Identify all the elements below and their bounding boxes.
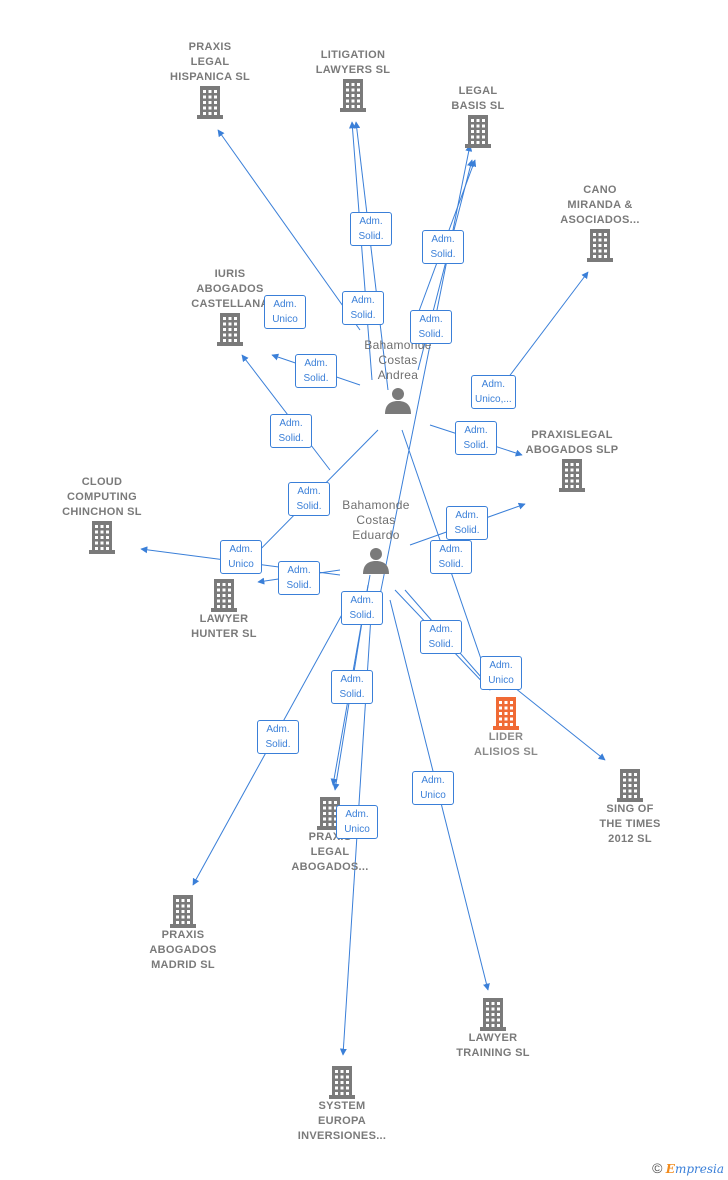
company-label: LITIGATION LAWYERS SL bbox=[315, 49, 391, 76]
relation-badge[interactable]: Adm. Solid. bbox=[331, 670, 373, 704]
relation-badge[interactable]: Adm. Solid. bbox=[288, 482, 330, 516]
relation-badge[interactable]: Adm. Unico bbox=[412, 771, 454, 805]
relation-badge[interactable]: Adm. Solid. bbox=[430, 540, 472, 574]
relation-edge bbox=[241, 354, 331, 471]
building-icon bbox=[209, 578, 239, 612]
relation-edge bbox=[353, 121, 389, 391]
brand-name: mpresia bbox=[674, 1162, 724, 1176]
company-label: PRAXISLEGAL ABOGADOS SLP bbox=[525, 429, 619, 456]
person-icon bbox=[363, 548, 389, 574]
building-icon bbox=[195, 85, 225, 119]
company-label: CLOUD COMPUTING CHINCHON SL bbox=[62, 476, 142, 518]
company-label: IURIS ABOGADOS CASTELLANA bbox=[191, 268, 269, 310]
person-label: Bahamonde Costas Andrea bbox=[364, 338, 432, 382]
relation-badge[interactable]: Adm. Unico bbox=[480, 656, 522, 690]
company-legal-basis[interactable]: LEGAL BASIS SL bbox=[428, 84, 528, 148]
company-praxis-legal-hispanica[interactable]: PRAXIS LEGAL HISPANICA SL bbox=[160, 40, 260, 119]
building-icon bbox=[478, 997, 508, 1031]
relation-edge bbox=[348, 121, 373, 381]
building-icon bbox=[557, 458, 587, 492]
company-sing-of-the-times[interactable]: SING OF THE TIMES 2012 SL bbox=[580, 768, 680, 847]
building-icon bbox=[615, 768, 645, 802]
relation-badge[interactable]: Adm. Solid. bbox=[455, 421, 497, 455]
relation-badge[interactable]: Adm. Unico,... bbox=[471, 375, 516, 409]
company-praxislegal-abogados[interactable]: PRAXISLEGAL ABOGADOS SLP bbox=[516, 428, 628, 492]
relation-edge bbox=[504, 679, 606, 761]
relation-badge[interactable]: Adm. Solid. bbox=[350, 212, 392, 246]
company-label: CANO MIRANDA & ASOCIADOS... bbox=[560, 184, 640, 226]
company-cano-miranda[interactable]: CANO MIRANDA & ASOCIADOS... bbox=[550, 183, 650, 262]
empresia-credit[interactable]: © Empresia bbox=[652, 1160, 724, 1176]
building-icon bbox=[585, 228, 615, 262]
building-icon bbox=[315, 796, 345, 830]
building-icon bbox=[338, 78, 368, 112]
building-icon bbox=[87, 520, 117, 554]
building-icon bbox=[327, 1065, 357, 1099]
company-cloud-computing[interactable]: CLOUD COMPUTING CHINCHON SL bbox=[50, 475, 154, 554]
company-lider-alisios[interactable]: LIDER ALISIOS SL bbox=[456, 696, 556, 760]
relation-badge[interactable]: Adm. Solid. bbox=[446, 506, 488, 540]
relation-badge[interactable]: Adm. Solid. bbox=[341, 591, 383, 625]
person-icon bbox=[385, 388, 411, 414]
person-bahamonde-costas-andrea[interactable]: Bahamonde Costas Andrea bbox=[350, 338, 446, 415]
relation-badge[interactable]: Adm. Unico bbox=[336, 805, 378, 839]
company-lawyer-hunter[interactable]: LAWYER HUNTER SL bbox=[174, 578, 274, 642]
relation-edge bbox=[379, 144, 473, 596]
company-lawyer-training[interactable]: LAWYER TRAINING SL bbox=[443, 997, 543, 1061]
person-label: Bahamonde Costas Eduardo bbox=[342, 498, 410, 542]
brand-initial: E bbox=[665, 1162, 675, 1176]
relation-badge[interactable]: Adm. Solid. bbox=[295, 354, 337, 388]
company-praxis-legal-abogados[interactable]: PRAXIS LEGAL ABOGADOS... bbox=[280, 796, 380, 875]
building-icon bbox=[168, 894, 198, 928]
company-litigation-lawyers[interactable]: LITIGATION LAWYERS SL bbox=[303, 48, 403, 112]
building-icon bbox=[463, 114, 493, 148]
relation-badge[interactable]: Adm. Solid. bbox=[342, 291, 384, 325]
relation-badge[interactable]: Adm. Solid. bbox=[278, 561, 320, 595]
relation-badge[interactable]: Adm. Solid. bbox=[422, 230, 464, 264]
company-praxis-abogados-madrid[interactable]: PRAXIS ABOGADOS MADRID SL bbox=[133, 894, 233, 973]
company-iuris-abogados[interactable]: IURIS ABOGADOS CASTELLANA bbox=[180, 267, 280, 346]
company-label: SYSTEM EUROPA INVERSIONES... bbox=[297, 1100, 387, 1142]
company-label: SING OF THE TIMES 2012 SL bbox=[599, 803, 661, 845]
relation-badge[interactable]: Adm. Solid. bbox=[410, 310, 452, 344]
relation-badge[interactable]: Adm. Solid. bbox=[420, 620, 462, 654]
company-label: PRAXIS LEGAL ABOGADOS... bbox=[291, 831, 369, 873]
copyright-symbol: © bbox=[652, 1160, 663, 1176]
building-icon bbox=[491, 696, 521, 730]
company-label: LAWYER TRAINING SL bbox=[456, 1032, 530, 1059]
person-bahamonde-costas-eduardo[interactable]: Bahamonde Costas Eduardo bbox=[328, 498, 424, 575]
relation-edge bbox=[217, 129, 361, 331]
company-label: PRAXIS ABOGADOS MADRID SL bbox=[149, 929, 217, 971]
relation-badge[interactable]: Adm. Unico bbox=[220, 540, 262, 574]
company-label: LAWYER HUNTER SL bbox=[191, 613, 257, 640]
relation-badge[interactable]: Adm. Unico bbox=[264, 295, 306, 329]
relation-badge[interactable]: Adm. Solid. bbox=[257, 720, 299, 754]
company-system-europa[interactable]: SYSTEM EUROPA INVERSIONES... bbox=[290, 1065, 394, 1144]
company-label: PRAXIS LEGAL HISPANICA SL bbox=[170, 41, 250, 83]
company-label: LEGAL BASIS SL bbox=[451, 85, 505, 112]
relation-badge[interactable]: Adm. Solid. bbox=[270, 414, 312, 448]
building-icon bbox=[215, 312, 245, 346]
relation-edge bbox=[507, 271, 589, 379]
company-label: LIDER ALISIOS SL bbox=[473, 731, 539, 758]
